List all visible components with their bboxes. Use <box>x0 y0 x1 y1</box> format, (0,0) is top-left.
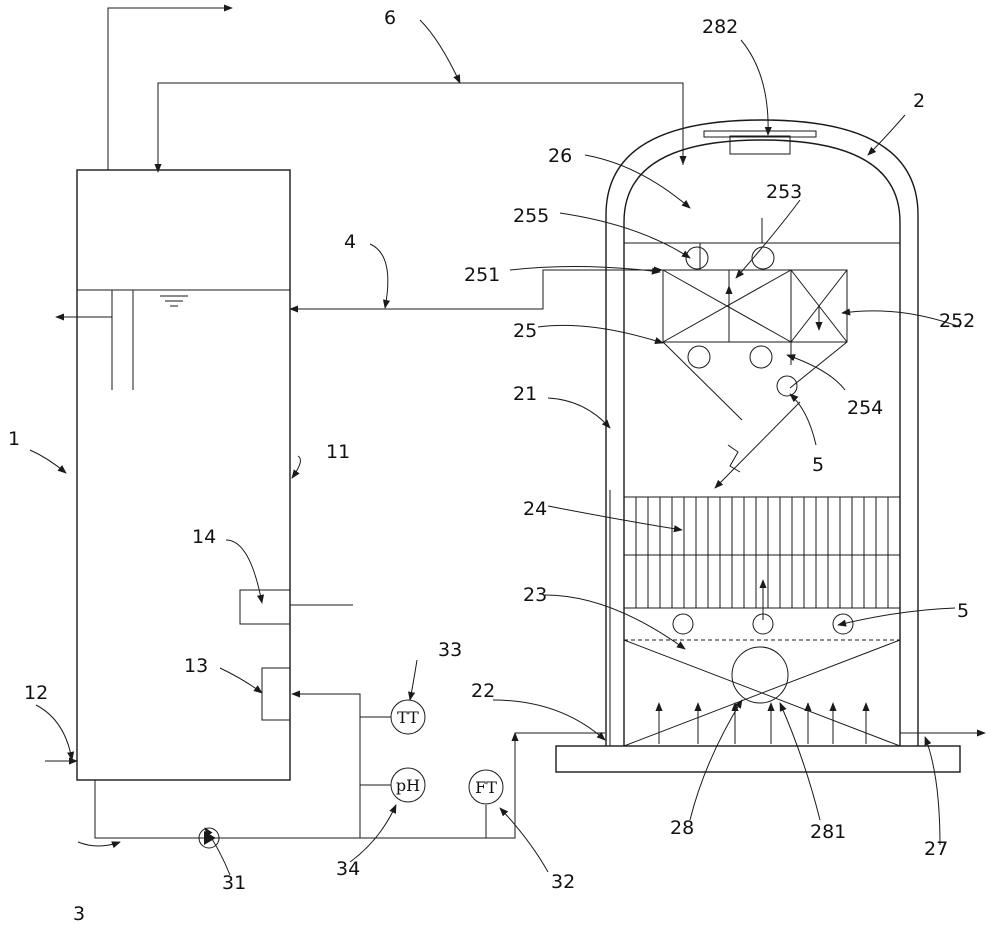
label-23: 23 <box>523 584 547 606</box>
circulation-loop-3 <box>94 690 605 839</box>
sensor-box-14 <box>239 589 291 625</box>
inlet-distributor-28 <box>731 646 789 704</box>
water-level-symbol <box>160 295 188 307</box>
label-2: 2 <box>913 90 925 112</box>
tt-label: TT <box>397 708 419 727</box>
label-6: 6 <box>384 7 396 29</box>
label-255: 255 <box>513 205 549 227</box>
base-plate <box>555 745 961 773</box>
label-4: 4 <box>344 231 356 253</box>
reactor-2 <box>555 119 986 773</box>
flow-transmitter-ft: FT <box>468 769 504 805</box>
label-5-bottom: 5 <box>957 600 969 622</box>
tank-1 <box>45 4 353 781</box>
label-22: 22 <box>471 680 495 702</box>
label-251: 251 <box>464 264 500 286</box>
label-24: 24 <box>523 498 547 520</box>
label-31: 31 <box>222 872 246 894</box>
label-28: 28 <box>670 817 694 839</box>
label-3: 3 <box>73 903 85 925</box>
label-12: 12 <box>24 682 48 704</box>
distributor-23 <box>623 579 901 747</box>
label-5-top: 5 <box>812 454 824 476</box>
label-27: 27 <box>924 838 948 860</box>
label-13: 13 <box>184 655 208 677</box>
label-253: 253 <box>766 181 802 203</box>
label-33: 33 <box>438 639 462 661</box>
label-34: 34 <box>336 858 360 880</box>
reference-labels: 1 2 3 4 5 5 6 11 12 13 14 21 22 23 24 25… <box>8 7 975 925</box>
label-282: 282 <box>702 16 738 38</box>
label-25: 25 <box>513 320 537 342</box>
label-281: 281 <box>810 821 846 843</box>
temperature-transmitter-tt: TT <box>390 699 426 735</box>
label-252: 252 <box>939 310 975 332</box>
leader-lines <box>29 19 961 876</box>
ph-meter: pH <box>390 767 426 803</box>
ft-label: FT <box>475 778 497 797</box>
return-pipe-6 <box>154 82 684 173</box>
packing-24 <box>623 496 901 609</box>
overflow-weir <box>55 290 134 390</box>
gas-outlet-pipe <box>107 4 233 170</box>
label-21: 21 <box>513 383 537 405</box>
upflow-arrows <box>655 702 870 744</box>
label-1: 1 <box>8 428 20 450</box>
ph-label: pH <box>396 776 420 795</box>
label-254: 254 <box>847 397 883 419</box>
label-11: 11 <box>326 441 350 463</box>
label-32: 32 <box>551 871 575 893</box>
label-26: 26 <box>548 145 572 167</box>
box-13 <box>261 667 291 721</box>
manhole-282 <box>703 130 817 155</box>
separator-25 <box>624 218 900 421</box>
label-14: 14 <box>192 526 216 548</box>
